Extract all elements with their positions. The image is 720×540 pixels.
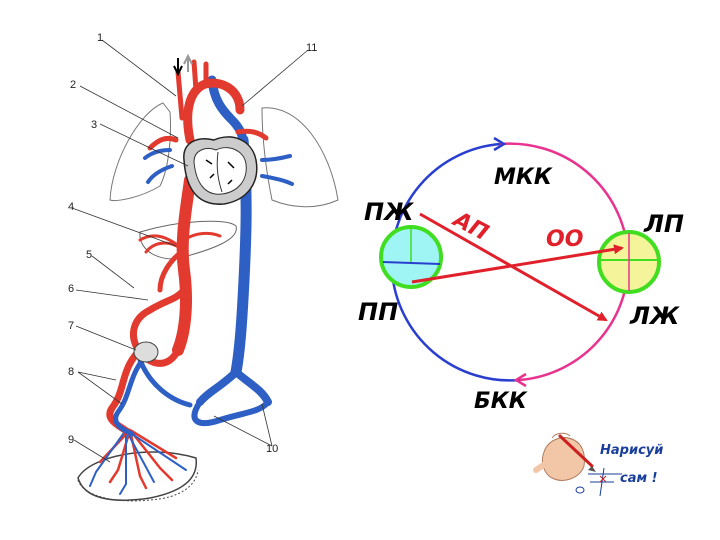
callout-9: 9 xyxy=(68,434,74,446)
flow-arrow-up xyxy=(184,56,192,72)
label-left-ventricle: ЛЖ xyxy=(629,302,680,330)
placenta xyxy=(78,430,198,501)
circulation-scheme: ПЖ ПП ЛП ЛЖ МКК БКК АП ОО xyxy=(358,138,684,414)
foramen-ovale-arrow xyxy=(412,248,622,282)
hand-with-pencil-icon xyxy=(536,433,596,480)
flow-arrow-down xyxy=(174,58,182,74)
descending-aorta xyxy=(178,180,190,350)
label-right-ventricle: ПЖ xyxy=(364,198,414,226)
badge-line-2: сам ! xyxy=(620,471,658,486)
badge-line-1: Нарисуй xyxy=(600,443,663,458)
label-pulmonary-circulation: МКК xyxy=(494,165,553,190)
callout-4: 4 xyxy=(68,201,74,213)
umbilical-arteries-to-cord xyxy=(140,360,190,405)
callout-8: 8 xyxy=(68,366,74,378)
callout-11: 11 xyxy=(306,42,317,54)
label-foramen-ovale: ОО xyxy=(546,227,583,252)
umbilical-ring xyxy=(134,342,158,362)
callout-7: 7 xyxy=(68,320,74,332)
callout-10: 10 xyxy=(266,443,278,455)
callout-3: 3 xyxy=(91,119,97,131)
draw-yourself-badge: Нарисуй сам ! xyxy=(536,433,663,496)
heart xyxy=(184,137,257,204)
left-heart-chambers xyxy=(599,232,659,292)
fetal-circulation-illustration: 1 2 3 4 5 6 7 8 9 10 11 xyxy=(68,32,338,501)
label-systemic-circulation: БКК xyxy=(474,389,528,414)
umbilical-arteries-loop xyxy=(194,402,268,423)
iliac-veins xyxy=(200,372,268,402)
label-left-atrium: ЛП xyxy=(643,210,684,238)
label-ductus-arteriosus: АП xyxy=(447,206,492,246)
callout-6: 6 xyxy=(68,283,74,295)
callout-1: 1 xyxy=(97,32,103,44)
label-right-atrium: ПП xyxy=(358,298,398,326)
sketch-marks-icon xyxy=(576,468,622,496)
callout-2: 2 xyxy=(70,79,76,91)
callout-5: 5 xyxy=(86,249,92,261)
